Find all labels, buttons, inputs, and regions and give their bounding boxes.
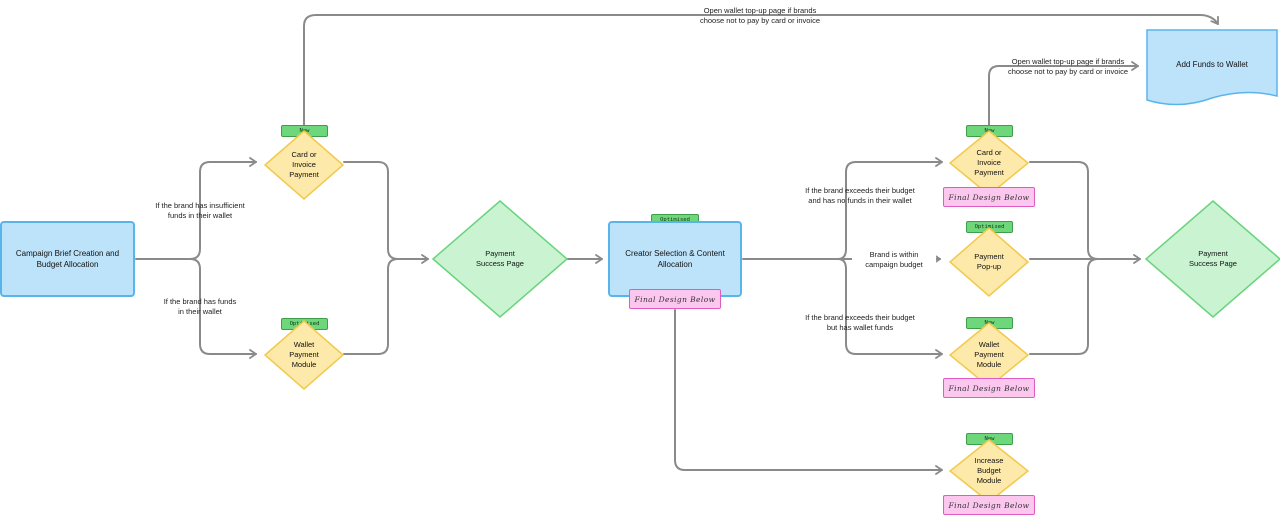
diamond-shape: [264, 320, 344, 390]
final-design-tag: Final Design Below: [943, 378, 1035, 398]
add-funds-document-node: Add Funds to Wallet: [1145, 28, 1279, 108]
connector-branch-card: [837, 157, 943, 260]
increase-budget-module-decision: Increase Budget Module: [949, 439, 1029, 503]
diamond-shape: [264, 130, 344, 200]
success-label: Payment Success Page: [476, 249, 524, 268]
final-design-tag: Final Design Below: [629, 289, 721, 309]
success-label: Payment Success Page: [1189, 249, 1237, 268]
final-design-tag: Final Design Below: [943, 495, 1035, 515]
diamond-shape: [1145, 200, 1280, 318]
payment-popup-decision: Payment Pop-up: [949, 227, 1029, 297]
final-design-tag: Final Design Below: [943, 187, 1035, 207]
connector-brief-wallet: [189, 258, 257, 359]
note-exceeds-no-funds: If the brand exceeds their budget and ha…: [805, 186, 915, 205]
decision-label: Card or Invoice Payment: [289, 150, 319, 179]
wallet-payment-module-decision-2: Wallet Payment Module: [949, 322, 1029, 388]
connector-top-wallet: [303, 14, 1219, 126]
decision-label: Wallet Payment Module: [974, 340, 1004, 369]
note-insufficient-funds: If the brand has insufficient funds in t…: [155, 201, 245, 220]
card-invoice-payment-decision-2: Card or Invoice Payment: [949, 130, 1029, 196]
wallet-payment-module-decision: Wallet Payment Module: [264, 320, 344, 390]
diamond-shape: [432, 200, 568, 318]
payment-success-node: Payment Success Page: [432, 200, 568, 318]
connector-wallet-merge: [343, 258, 399, 355]
note-has-funds: If the brand has funds in their wallet: [163, 297, 237, 316]
card-invoice-payment-decision: Card or Invoice Payment: [264, 130, 344, 200]
connector-card-merge: [343, 161, 429, 264]
connector-creator-increase: [674, 309, 943, 475]
decision-label: Payment Pop-up: [974, 252, 1004, 271]
note-top-wallet: Open wallet top-up page if brands choose…: [699, 6, 821, 25]
decision-label: Increase Budget Module: [974, 456, 1004, 485]
connector-card2-addfunds: [988, 61, 1139, 126]
decision-label: Card or Invoice Payment: [974, 148, 1004, 177]
campaign-brief-node: Campaign Brief Creation and Budget Alloc…: [0, 221, 135, 297]
document-label: Add Funds to Wallet: [1176, 59, 1248, 69]
decision-label: Wallet Payment Module: [289, 340, 319, 369]
connector-brief-split: [135, 157, 257, 260]
creator-selection-node: Creator Selection & Content Allocation: [608, 221, 742, 297]
note-right-wallet: Open wallet top-up page if brands choose…: [1007, 57, 1129, 76]
payment-success-node-2: Payment Success Page: [1145, 200, 1280, 318]
connector-wallet2-merge: [1029, 258, 1099, 355]
note-exceeds-wallet: If the brand exceeds their budget but ha…: [805, 313, 915, 332]
diamond-shape: [949, 227, 1029, 297]
connector-branch-wallet: [837, 258, 943, 359]
document-shape: [1146, 29, 1278, 106]
note-within-budget: Brand is within campaign budget: [852, 250, 936, 270]
connector-card2-merge: [1029, 161, 1099, 260]
